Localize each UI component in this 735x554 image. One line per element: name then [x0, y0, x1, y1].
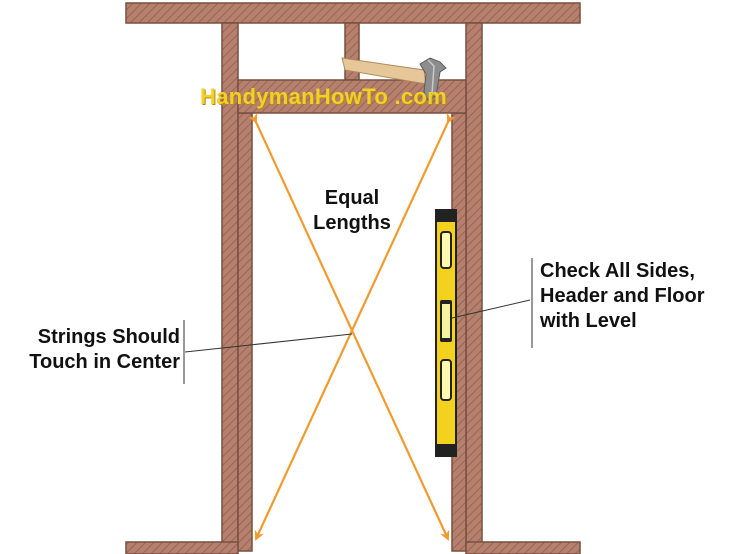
left-bottom-plate — [125, 541, 239, 554]
check-level-line-2: Header and Floor — [540, 285, 705, 307]
watermark-brand: HandymanHowTo .com — [200, 84, 448, 109]
strings-center-line-1: Strings Should — [37, 326, 180, 348]
strings-center-label: Strings Should Touch in Center — [2, 325, 180, 375]
equal-lengths-label: Equal Lengths — [306, 186, 398, 236]
right-bottom-plate — [465, 541, 581, 554]
check-level-label: Check All Sides, Header and Floor with L… — [540, 259, 735, 334]
center-leader — [184, 333, 353, 353]
left-jack-stud — [237, 112, 253, 552]
leader-lines — [183, 258, 533, 384]
equal-lengths-line-1: Equal — [324, 187, 380, 209]
diagonal-strings — [248, 112, 456, 541]
hammer-icon — [341, 57, 447, 101]
check-level-line-3: with Level — [540, 310, 637, 332]
strings-center-line-2: Touch in Center — [29, 351, 180, 373]
top-plate — [125, 2, 581, 24]
level-leader — [451, 299, 531, 319]
equal-lengths-line-2: Lengths — [313, 212, 391, 234]
spirit-level-icon — [435, 209, 457, 457]
diagonal-string-b — [254, 112, 456, 541]
check-level-line-1: Check All Sides, — [540, 260, 695, 282]
right-king-stud — [465, 22, 483, 552]
